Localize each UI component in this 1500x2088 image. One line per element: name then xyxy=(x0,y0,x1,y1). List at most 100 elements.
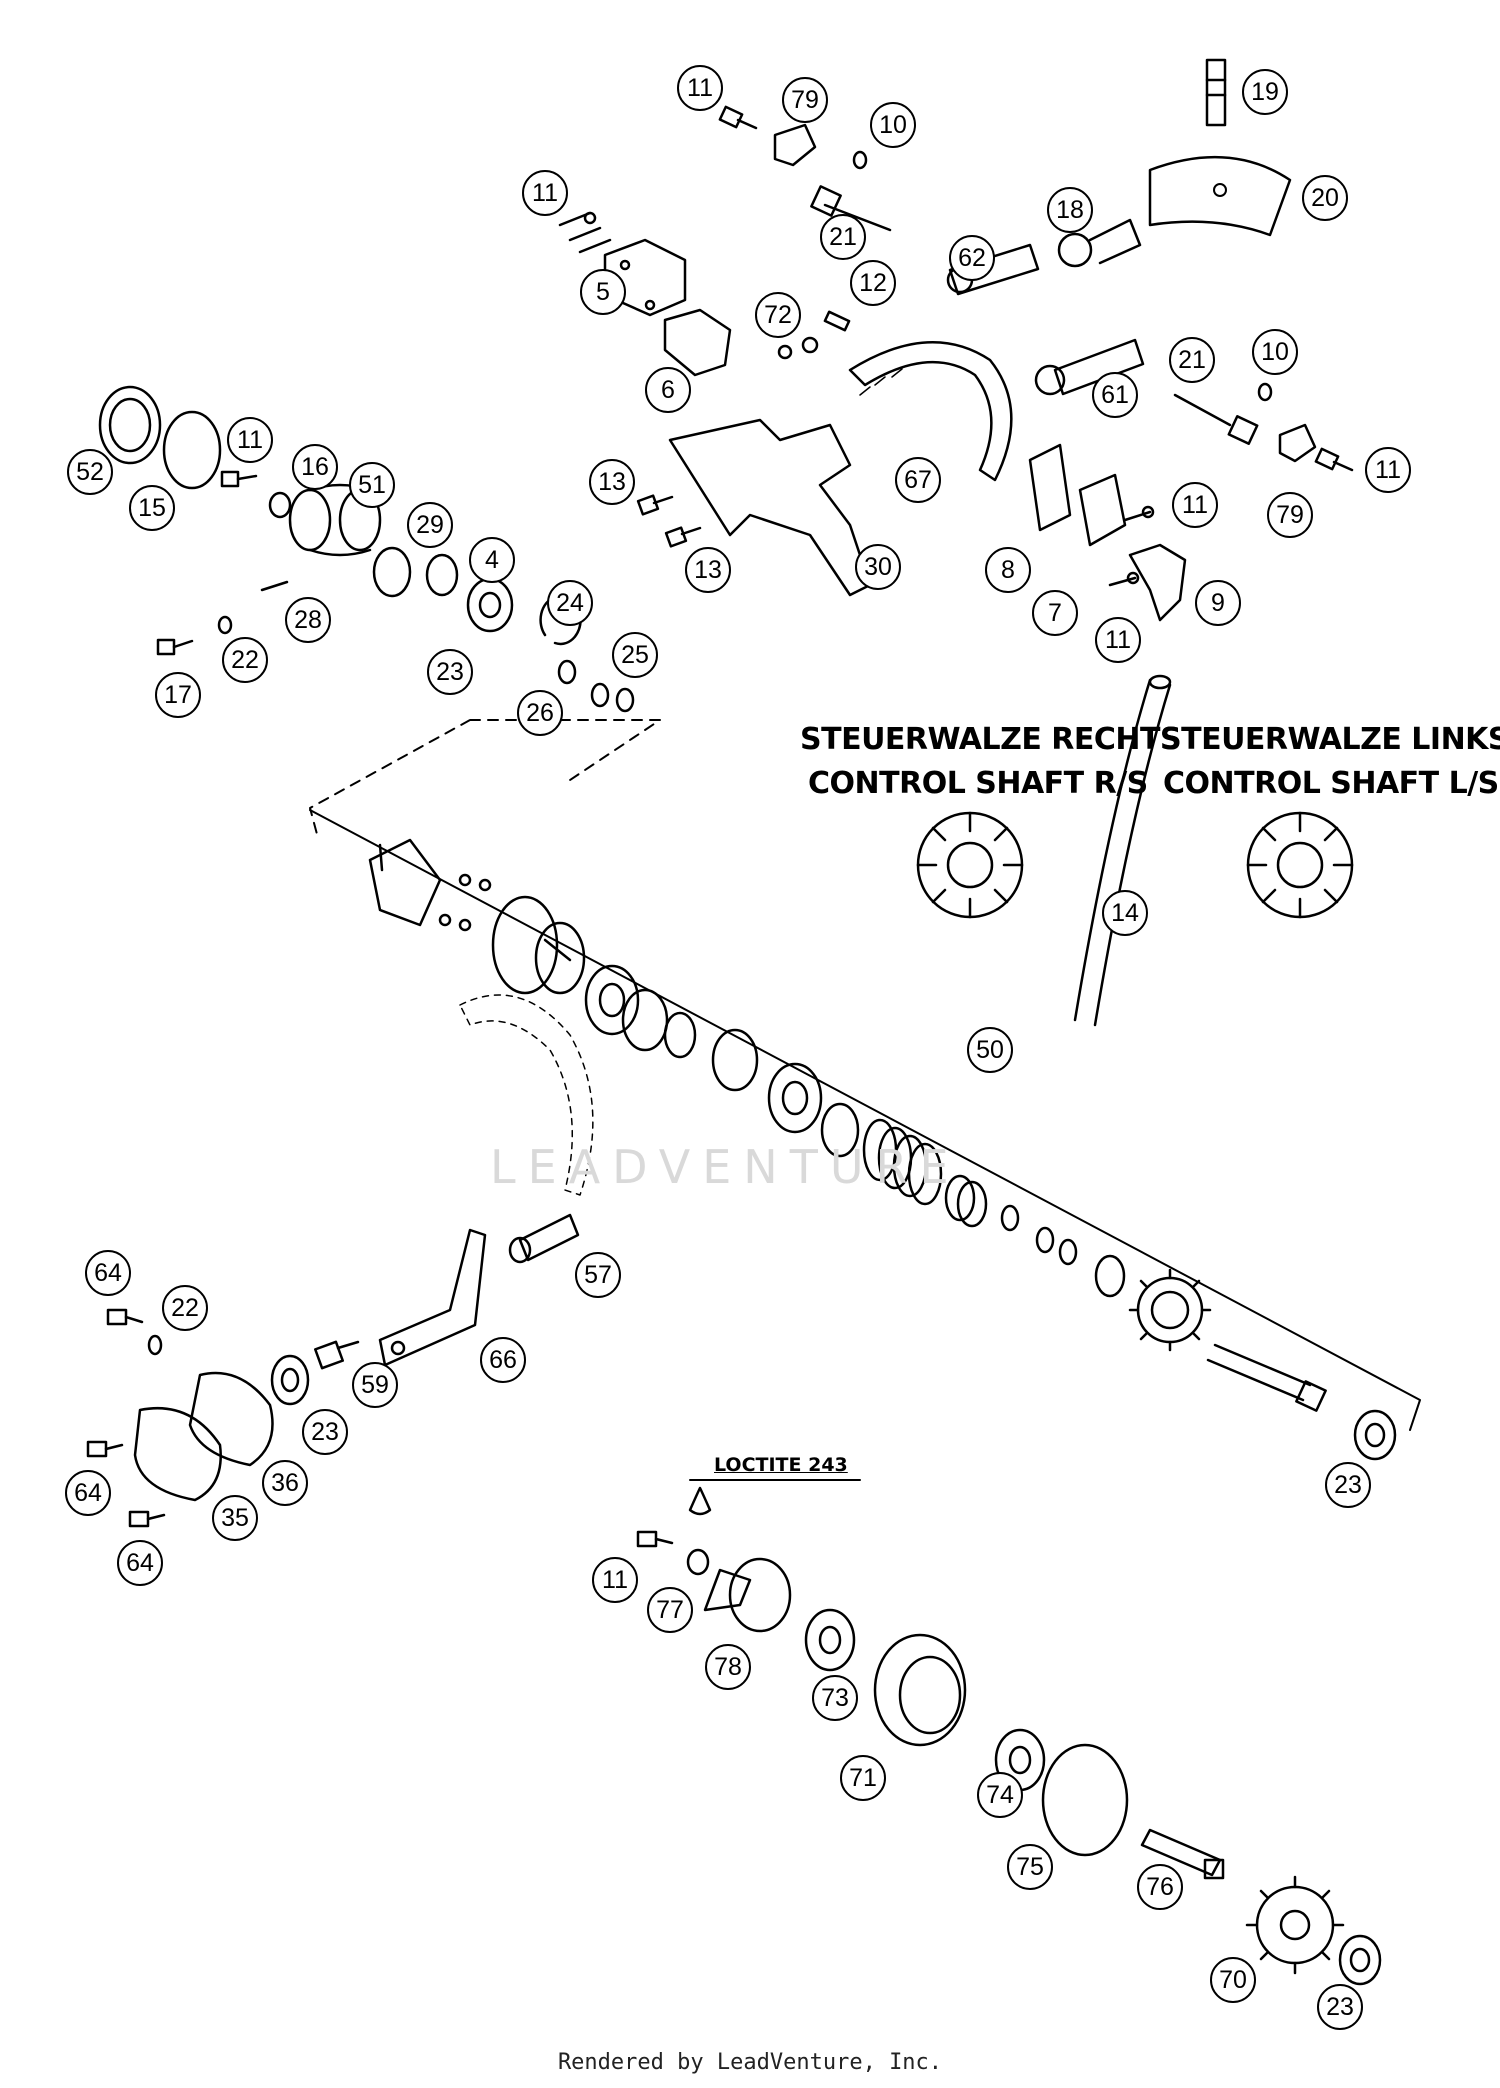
bearing-23-low xyxy=(270,1354,310,1406)
callout-c34: 28 xyxy=(285,597,331,643)
watermark: LEADVENTURE xyxy=(490,1140,961,1194)
gasket-36 xyxy=(188,1371,274,1467)
nut-72 xyxy=(777,344,793,360)
bolts-11 xyxy=(558,211,612,254)
callout-c46: 57 xyxy=(575,1252,621,1298)
gear-main xyxy=(1128,1268,1212,1352)
clip-79-top xyxy=(773,123,817,167)
nut-52 xyxy=(98,385,162,465)
heading-left-en: CONTROL SHAFT L/S xyxy=(1163,766,1499,801)
washer-a xyxy=(621,988,669,1052)
callout-c49: 23 xyxy=(302,1409,348,1455)
callout-c42: 14 xyxy=(1102,890,1148,936)
washer-16 xyxy=(268,491,292,519)
callout-c60: 74 xyxy=(977,1772,1023,1818)
callout-c26: 11 xyxy=(1172,482,1218,528)
gasket-6 xyxy=(663,308,732,377)
needle-bearing-2 xyxy=(767,1062,823,1134)
gasket-8 xyxy=(1028,443,1072,532)
clip-79-right xyxy=(1278,423,1317,463)
shaft-21-top xyxy=(810,185,892,232)
callout-c27: 29 xyxy=(407,502,453,548)
loctite-drop xyxy=(688,1486,712,1516)
callout-c51: 36 xyxy=(262,1460,308,1506)
washer-4 xyxy=(425,553,459,597)
callout-c31: 8 xyxy=(985,547,1031,593)
bolt-13-a xyxy=(636,494,674,516)
pin-19 xyxy=(1205,58,1227,127)
callout-c20: 16 xyxy=(292,444,338,490)
callout-c52: 35 xyxy=(212,1495,258,1541)
shaft-61 xyxy=(1034,338,1145,396)
dash-bracket xyxy=(309,719,661,839)
callout-c38: 25 xyxy=(612,632,658,678)
callout-c3: 10 xyxy=(870,102,916,148)
callout-c54: 23 xyxy=(1325,1462,1371,1508)
bearing-23-left xyxy=(466,577,514,633)
bearing-23-bottom xyxy=(1338,1934,1382,1986)
callout-c12: 72 xyxy=(755,292,801,338)
bolt-11-right xyxy=(1314,447,1354,472)
callout-c55: 11 xyxy=(592,1557,638,1603)
callout-c9: 62 xyxy=(949,235,995,281)
callout-c35: 24 xyxy=(547,580,593,626)
lever-9 xyxy=(1128,543,1187,622)
callout-c36: 11 xyxy=(1095,617,1141,663)
pin-59 xyxy=(313,1340,360,1370)
callout-c39: 17 xyxy=(155,672,201,718)
callout-c11: 12 xyxy=(850,260,896,306)
oring-75 xyxy=(1041,1743,1129,1857)
oring-10-right xyxy=(1257,382,1273,402)
callout-c24: 13 xyxy=(589,459,635,505)
bush xyxy=(820,1102,860,1158)
cover-35 xyxy=(133,1406,222,1502)
callout-c7: 20 xyxy=(1302,175,1348,221)
callout-c63: 70 xyxy=(1210,1957,1256,2003)
loctite-label: LOCTITE 243 xyxy=(714,1454,848,1476)
lever-66 xyxy=(378,1228,487,1367)
callout-c47: 66 xyxy=(480,1337,526,1383)
shaft-76 xyxy=(1140,1828,1225,1880)
callout-c17: 11 xyxy=(1365,447,1411,493)
callout-c57: 78 xyxy=(705,1644,751,1690)
callout-c10: 5 xyxy=(580,269,626,315)
callout-c18: 52 xyxy=(67,449,113,495)
cam-part xyxy=(368,838,442,927)
callout-c43: 50 xyxy=(967,1027,1013,1073)
footer-credit: Rendered by LeadVenture, Inc. xyxy=(557,2050,943,2075)
callout-c40: 23 xyxy=(427,649,473,695)
callout-c15: 6 xyxy=(645,367,691,413)
heading-right-de: STEUERWALZE RECHTS xyxy=(800,722,1182,757)
bearing-73 xyxy=(804,1608,856,1672)
bolt-13-b xyxy=(664,526,702,548)
callout-c8: 18 xyxy=(1047,187,1093,233)
bolt-11-low xyxy=(1108,571,1140,587)
callout-c28: 13 xyxy=(685,547,731,593)
callout-c61: 75 xyxy=(1007,1844,1053,1890)
callout-c32: 9 xyxy=(1195,580,1241,626)
shaft-14 xyxy=(1073,678,1172,1027)
callout-c64: 23 xyxy=(1317,1984,1363,2030)
pin-12 xyxy=(823,310,851,332)
callout-c6: 21 xyxy=(820,214,866,260)
callout-c53: 64 xyxy=(117,1540,163,1586)
washer-22-top xyxy=(217,615,233,635)
callout-c44: 64 xyxy=(85,1250,131,1296)
callout-c48: 59 xyxy=(352,1362,398,1408)
callout-c56: 77 xyxy=(647,1587,693,1633)
segment-67 xyxy=(848,340,1013,482)
callout-c13: 21 xyxy=(1169,337,1215,383)
bearing-23-right xyxy=(1353,1409,1397,1461)
callout-c21: 51 xyxy=(349,462,395,508)
callout-c19: 11 xyxy=(227,417,273,463)
callout-c23: 79 xyxy=(1267,492,1313,538)
pin-28 xyxy=(260,580,289,592)
bolt-11-bottom xyxy=(636,1530,674,1548)
callout-c62: 76 xyxy=(1137,1864,1183,1910)
washer-26 xyxy=(557,659,577,685)
dashed-segment xyxy=(459,994,594,1196)
shaft-main xyxy=(1206,1343,1327,1412)
oring-29 xyxy=(372,546,412,598)
bracket-20 xyxy=(1148,155,1292,237)
